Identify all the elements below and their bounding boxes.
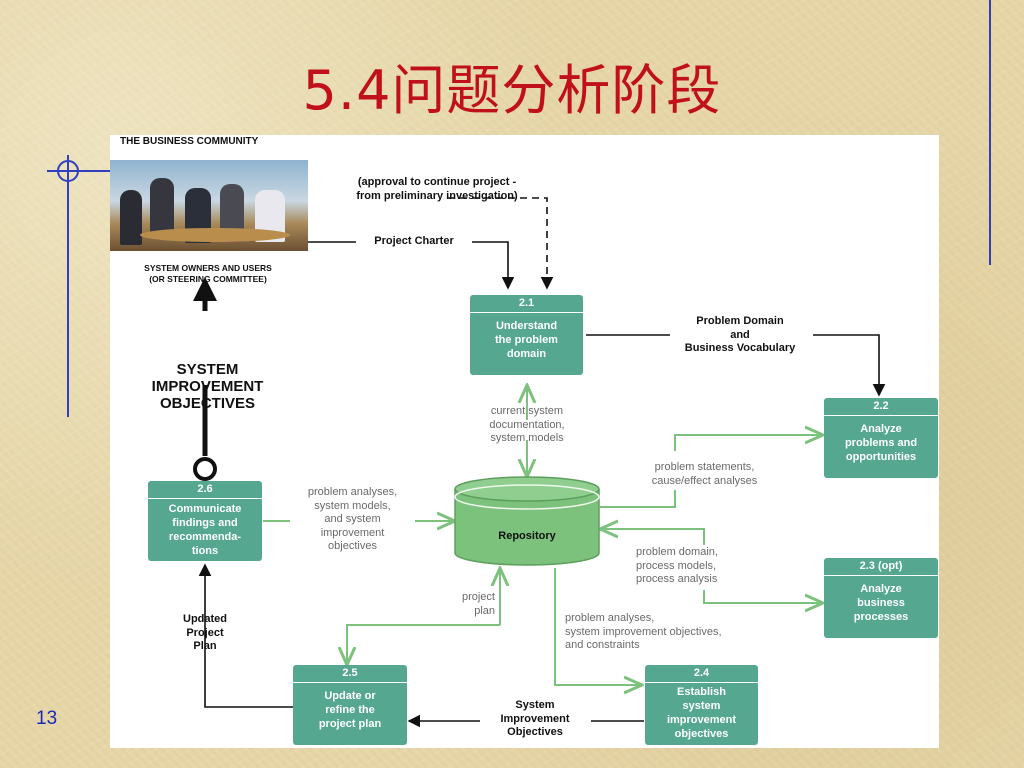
slide-title: 5.4问题分析阶段 xyxy=(302,59,722,122)
process-label: Communicate findings and recommenda- tio… xyxy=(168,503,242,557)
flow-updated-project-plan: Updated Project Plan xyxy=(183,613,227,652)
flow-analyses-constraints: problem analyses, system improvement obj… xyxy=(565,612,722,651)
diagram-connectors xyxy=(193,197,939,748)
approval-label: (approval to continue project - from pre… xyxy=(356,176,518,202)
process-2-6[interactable]: 2.6 Communicate findings and recommenda-… xyxy=(148,481,262,561)
process-label: Establish system improvement objectives xyxy=(666,686,737,740)
repository-label: Repository xyxy=(498,530,556,542)
process-label: Analyze problems and opportunities xyxy=(844,423,918,463)
meeting-photo xyxy=(110,160,308,251)
decorative-line-left-horizontal xyxy=(47,170,115,172)
flow-project-plan: project plan xyxy=(461,591,495,617)
process-2-1[interactable]: 2.1 Understand the problem domain xyxy=(470,295,583,375)
process-number: 2.3 (opt) xyxy=(824,558,938,576)
process-label: Understand the problem domain xyxy=(495,320,558,360)
flow-problem-domain-models: problem domain, process models, process … xyxy=(636,546,718,585)
flow-current-system-docs: current system documentation, system mod… xyxy=(489,405,565,444)
process-number: 2.5 xyxy=(293,665,407,683)
owners-label: SYSTEM OWNERS AND USERS (OR STEERING COM… xyxy=(144,263,272,284)
process-number: 2.1 xyxy=(470,295,583,313)
process-label: Update or refine the project plan xyxy=(318,690,382,730)
process-2-5[interactable]: 2.5 Update or refine the project plan xyxy=(293,665,407,745)
process-number: 2.4 xyxy=(645,665,758,683)
process-diagram: THE BUSINESS COMMUNITY SYSTEM OWNERS AND… xyxy=(110,135,939,748)
decorative-line-right-vertical xyxy=(989,0,991,265)
process-2-4[interactable]: 2.4 Establish system improvement objecti… xyxy=(645,665,758,745)
decorative-line-left-vertical xyxy=(67,155,69,417)
process-label: Analyze business processes xyxy=(853,583,909,623)
flow-system-improvement-objectives: System Improvement Objectives xyxy=(500,699,570,738)
system-improvement-objectives-large: SYSTEM IMPROVEMENT OBJECTIVES xyxy=(151,361,264,412)
project-charter-label: Project Charter xyxy=(374,235,454,247)
flow-problem-domain-vocabulary: Problem Domain and Business Vocabulary xyxy=(684,315,796,354)
process-2-2[interactable]: 2.2 Analyze problems and opportunities xyxy=(824,398,938,478)
page-number: 13 xyxy=(36,708,58,729)
flow-analyses-models-objectives: problem analyses, system models, and sys… xyxy=(307,486,398,552)
process-number: 2.6 xyxy=(148,481,262,499)
flow-problem-statements: problem statements, cause/effect analyse… xyxy=(651,461,758,487)
decorative-circle xyxy=(57,160,79,182)
process-number: 2.2 xyxy=(824,398,938,416)
business-community-header: THE BUSINESS COMMUNITY xyxy=(120,136,259,147)
process-2-3[interactable]: 2.3 (opt) Analyze business processes xyxy=(824,558,938,638)
